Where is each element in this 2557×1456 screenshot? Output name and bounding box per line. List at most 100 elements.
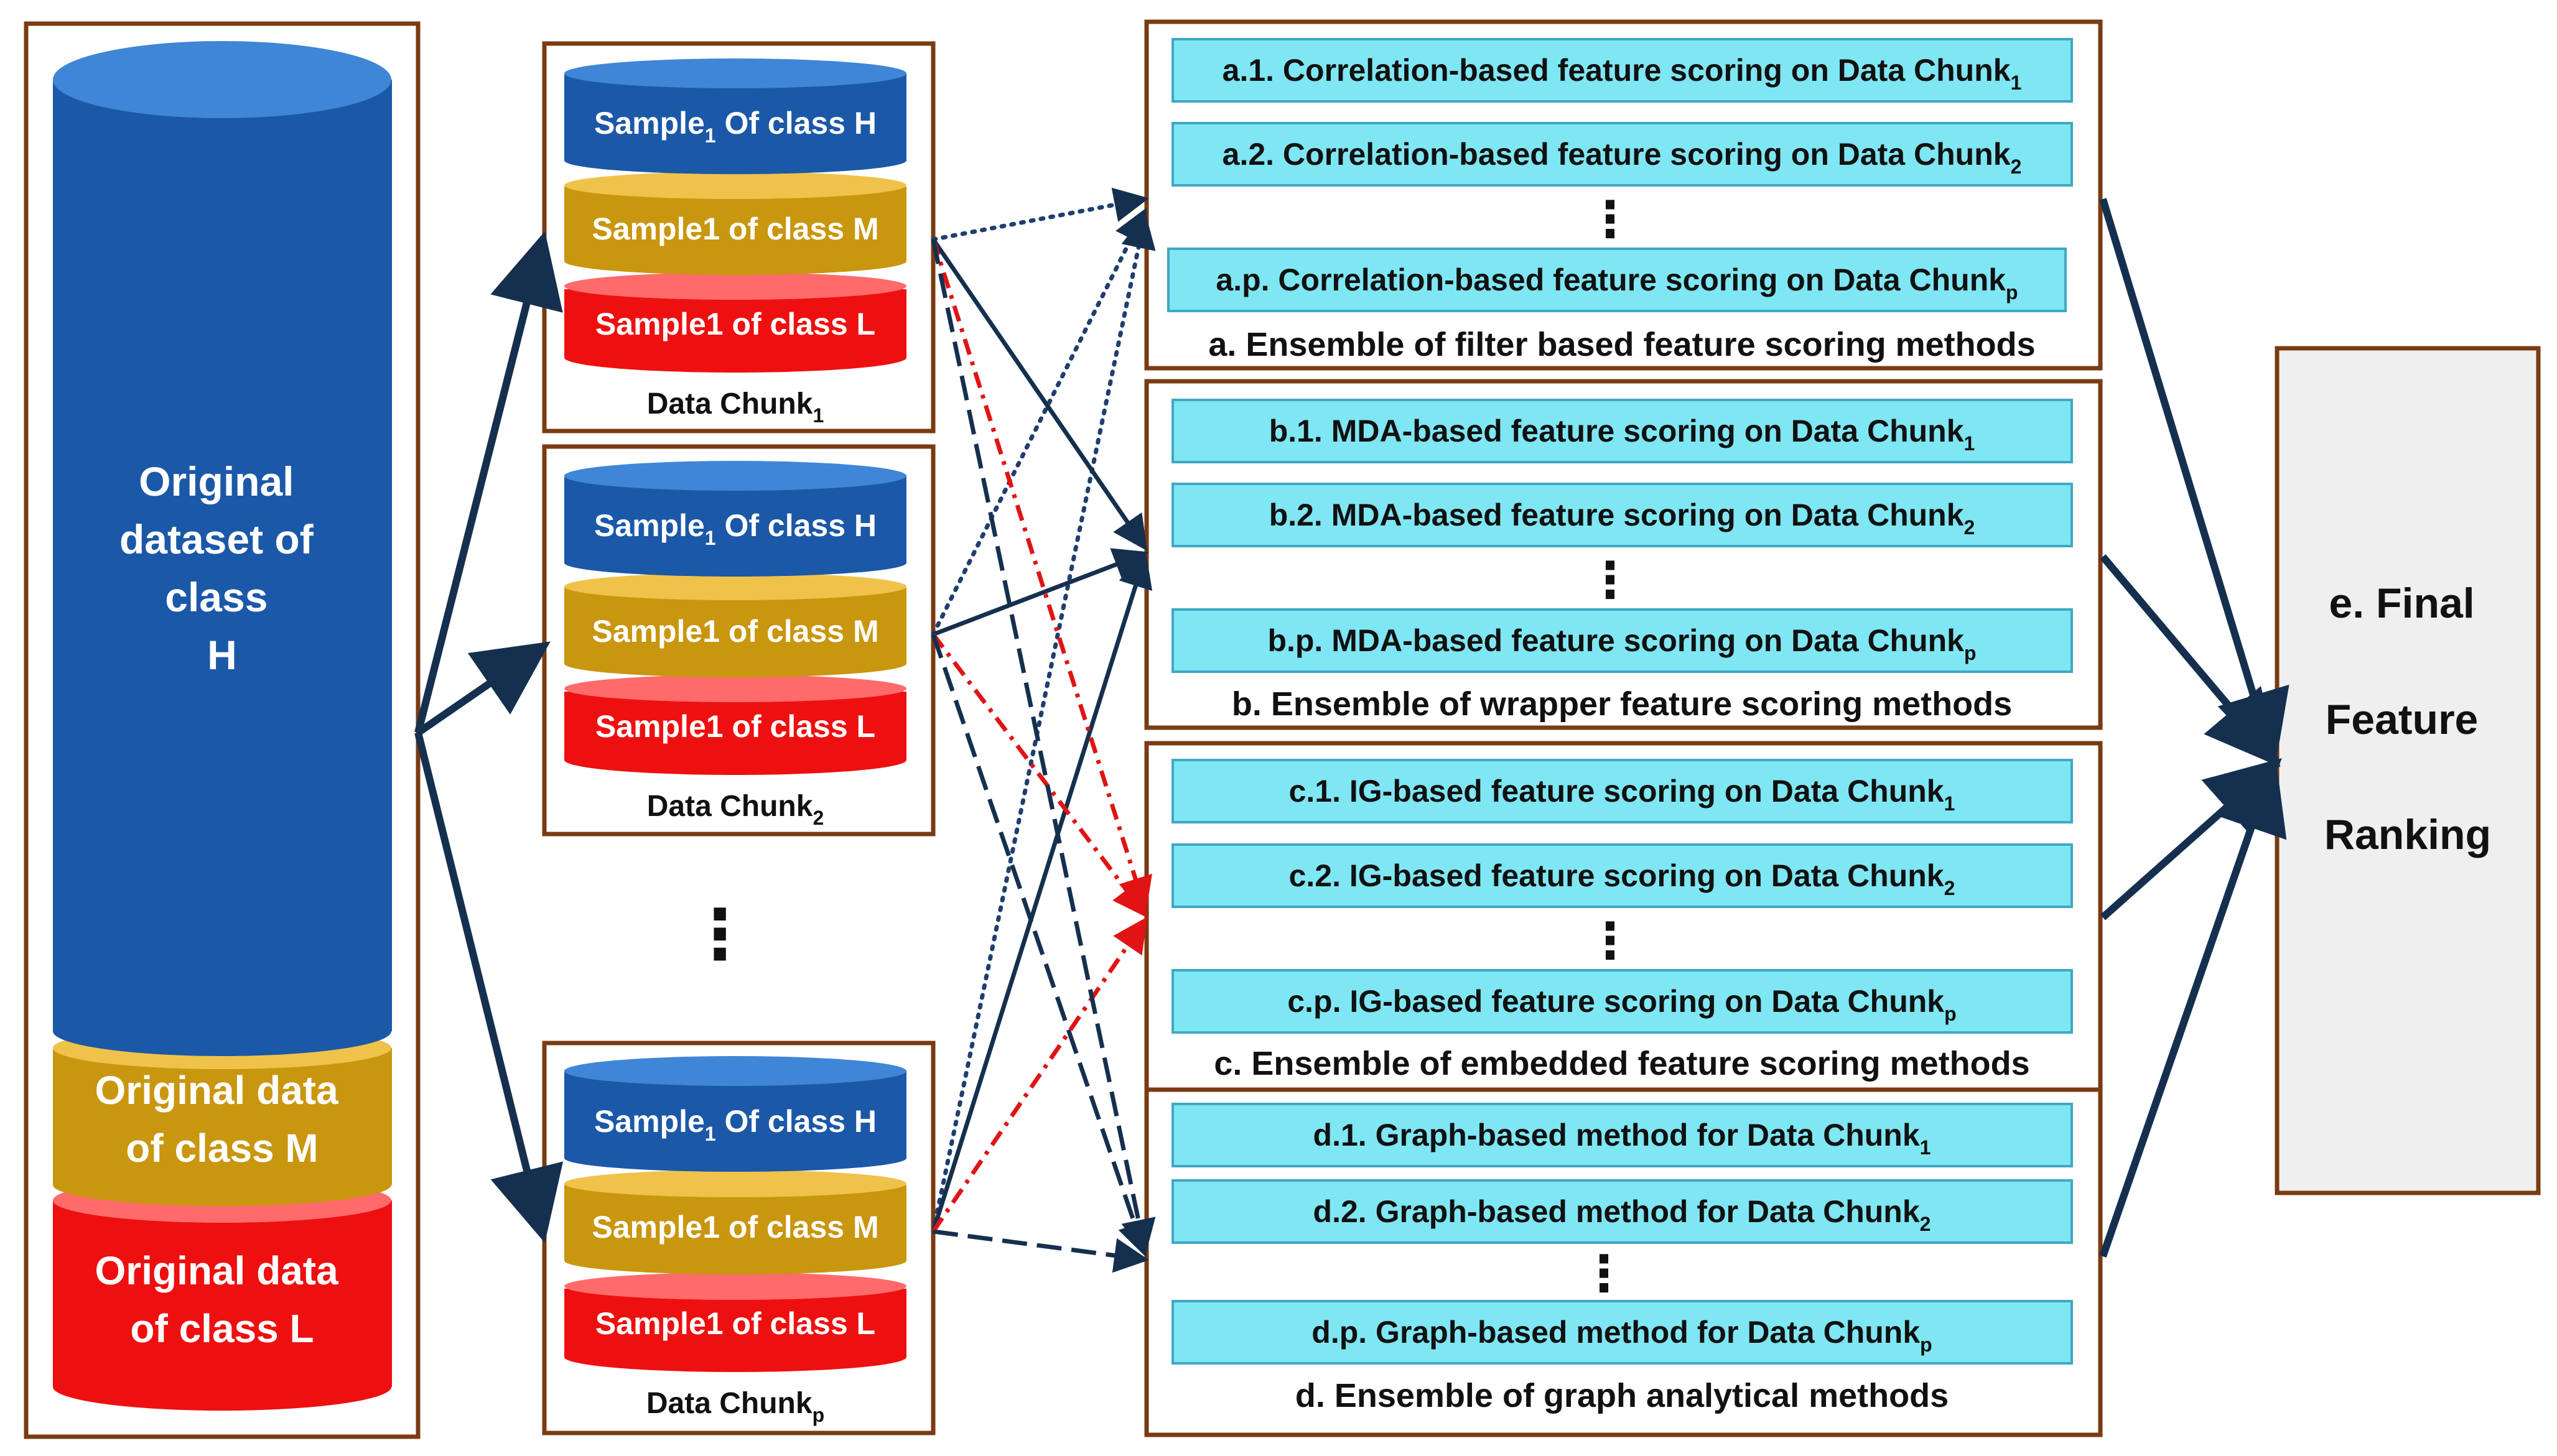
method-label: a.1. Correlation-based feature scoring o…: [1223, 53, 2022, 94]
original-dataset: Original dataset of class H Original dat…: [24, 21, 421, 1439]
dashed-chunkp-to-d: [933, 1229, 1149, 1273]
method-box: [1167, 248, 2067, 312]
chunk-l-label: Sample1 of class L: [595, 1306, 875, 1341]
original-h-top: [53, 41, 391, 118]
chunk-h-bottom: [564, 1144, 906, 1172]
split-arrows: [414, 231, 564, 1243]
solid-chunk1-to-b: [931, 238, 1147, 551]
solid-chunk2-to-b: [932, 548, 1149, 637]
dotted-chunk2-to-a: [931, 207, 1147, 637]
group-caption: b. Ensemble of wrapper feature scoring m…: [1232, 685, 2012, 723]
group-caption: a. Ensemble of filter based feature scor…: [1208, 326, 2035, 363]
chunk-caption: Data Chunkp: [646, 1387, 824, 1426]
original-m-label: Original data of class M: [95, 1068, 350, 1171]
original-l-bottom: [53, 1363, 391, 1411]
dashed-chunk2-to-d: [931, 633, 1152, 1258]
method-label: b.1. MDA-based feature scoring on Data C…: [1269, 414, 1975, 455]
method-box: [1171, 399, 2073, 463]
data-chunk-1: Sample1 Of class H Sample1 of class M Sa…: [542, 41, 936, 434]
chunk-m-top: [564, 172, 906, 199]
data-chunk-p: Sample1 Of class H Sample1 of class M Sa…: [542, 1041, 936, 1435]
chunk-h-top: [564, 58, 906, 88]
arrow-b-to-final: [2100, 554, 2281, 767]
original-h-label: Original dataset of class H: [119, 458, 325, 678]
method-box: [1171, 1103, 2073, 1167]
method-box: [1171, 969, 2073, 1034]
original-h-bottom: [53, 1006, 391, 1056]
chunk-h-top: [564, 461, 906, 491]
chunk-ellipsis: ⋮: [686, 896, 754, 973]
original-m-bottom: [53, 1164, 391, 1206]
chunk-l-bottom: [564, 343, 906, 373]
original-l-body: [53, 1200, 392, 1387]
chunk-h-bottom: [564, 147, 906, 174]
group-c-embedded: c.1. IG-based feature scoring on Data Ch…: [1144, 741, 2103, 1092]
dashed-chunk1-to-d: [931, 239, 1156, 1254]
chunk-h-label: Sample1 Of class H: [594, 1104, 877, 1145]
method-label: c.p. IG-based feature scoring on Data Ch…: [1287, 984, 1956, 1025]
original-h-body: [53, 80, 392, 1031]
method-label: d.2. Graph-based method for Data Chunk2: [1313, 1194, 1931, 1235]
method-label: a.p. Correlation-based feature scoring o…: [1216, 262, 2018, 304]
chunk-m-top: [564, 573, 906, 600]
chunk-m-bottom: [564, 1247, 906, 1274]
chunk-h-bottom: [564, 549, 906, 577]
chunk-l-top: [564, 272, 906, 300]
dashdot-chunk1-to-c: [931, 238, 1152, 912]
method-label: d.1. Graph-based method for Data Chunk1: [1313, 1118, 1931, 1159]
method-box: [1171, 122, 2073, 187]
chunk-l-label: Sample1 of class L: [595, 307, 875, 341]
method-ellipsis: ⋮: [1579, 1246, 1629, 1301]
chunk-m-label: Sample1 of class M: [592, 1210, 878, 1245]
method-box: [1171, 483, 2073, 547]
dotted-chunk1-to-a: [931, 187, 1149, 242]
dotted-chunkp-to-a: [931, 213, 1156, 1234]
arrow-to-chunk-p: [414, 731, 564, 1243]
chunk-l-bottom: [564, 1342, 906, 1372]
final-ranking: e. Final Feature Ranking: [2275, 346, 2541, 1195]
chunk-m-label: Sample1 of class M: [592, 614, 878, 649]
data-chunk-2: Sample1 Of class H Sample1 of class M Sa…: [542, 444, 936, 837]
chunk-m-bottom: [564, 248, 906, 275]
method-ellipsis: ⋮: [1585, 913, 1635, 968]
chunk-h-top: [564, 1056, 906, 1086]
group-to-final-arrows: [2099, 198, 2289, 1258]
chunk-h-label: Sample1 Of class H: [594, 508, 877, 549]
original-m-body: [53, 1048, 392, 1185]
method-label: a.2. Correlation-based feature scoring o…: [1223, 137, 2022, 178]
method-label: c.2. IG-based feature scoring on Data Ch…: [1289, 858, 1955, 899]
method-box: [1171, 759, 2073, 823]
method-ellipsis: ⋮: [1585, 552, 1635, 608]
method-box: [1171, 608, 2073, 673]
method-box: [1171, 1300, 2073, 1365]
chunk-m-label: Sample1 of class M: [592, 211, 878, 246]
dashdot-chunk2-to-c: [931, 633, 1148, 918]
chunk-caption: Data Chunk2: [647, 790, 824, 829]
method-ellipsis: ⋮: [1585, 192, 1635, 247]
group-caption: d. Ensemble of graph analytical methods: [1295, 1377, 1949, 1414]
method-label: b.2. MDA-based feature scoring on Data C…: [1269, 498, 1975, 539]
original-l-label: Original data of class L: [95, 1248, 350, 1351]
method-label: c.1. IG-based feature scoring on Data Ch…: [1289, 774, 1955, 815]
chunk-m-top: [564, 1170, 906, 1197]
chunk-l-top: [564, 1273, 906, 1300]
group-d-graph: d.1. Graph-based method for Data Chunk1 …: [1144, 1087, 2103, 1437]
arrow-d-to-final: [2099, 757, 2287, 1258]
chunk-to-group-arrows: [931, 187, 1156, 1273]
chunk-m-bottom: [564, 650, 906, 677]
arrow-to-chunk-1: [414, 231, 563, 734]
solid-chunkp-to-b: [931, 552, 1153, 1233]
final-ranking-box: [2275, 346, 2541, 1195]
final-ranking-label: e. Final Feature Ranking: [2324, 580, 2491, 858]
chunk-l-top: [564, 675, 906, 702]
dashdot-chunkp-to-c: [931, 917, 1147, 1233]
method-label: b.p. MDA-based feature scoring on Data C…: [1267, 623, 1976, 664]
arrow-a-to-final: [2099, 198, 2289, 767]
group-a-filter: a.1. Correlation-based feature scoring o…: [1144, 19, 2103, 371]
chunk-l-bottom: [564, 745, 906, 775]
group-b-wrapper: b.1. MDA-based feature scoring on Data C…: [1144, 379, 2103, 730]
method-box: [1171, 843, 2073, 908]
method-box: [1171, 38, 2073, 103]
